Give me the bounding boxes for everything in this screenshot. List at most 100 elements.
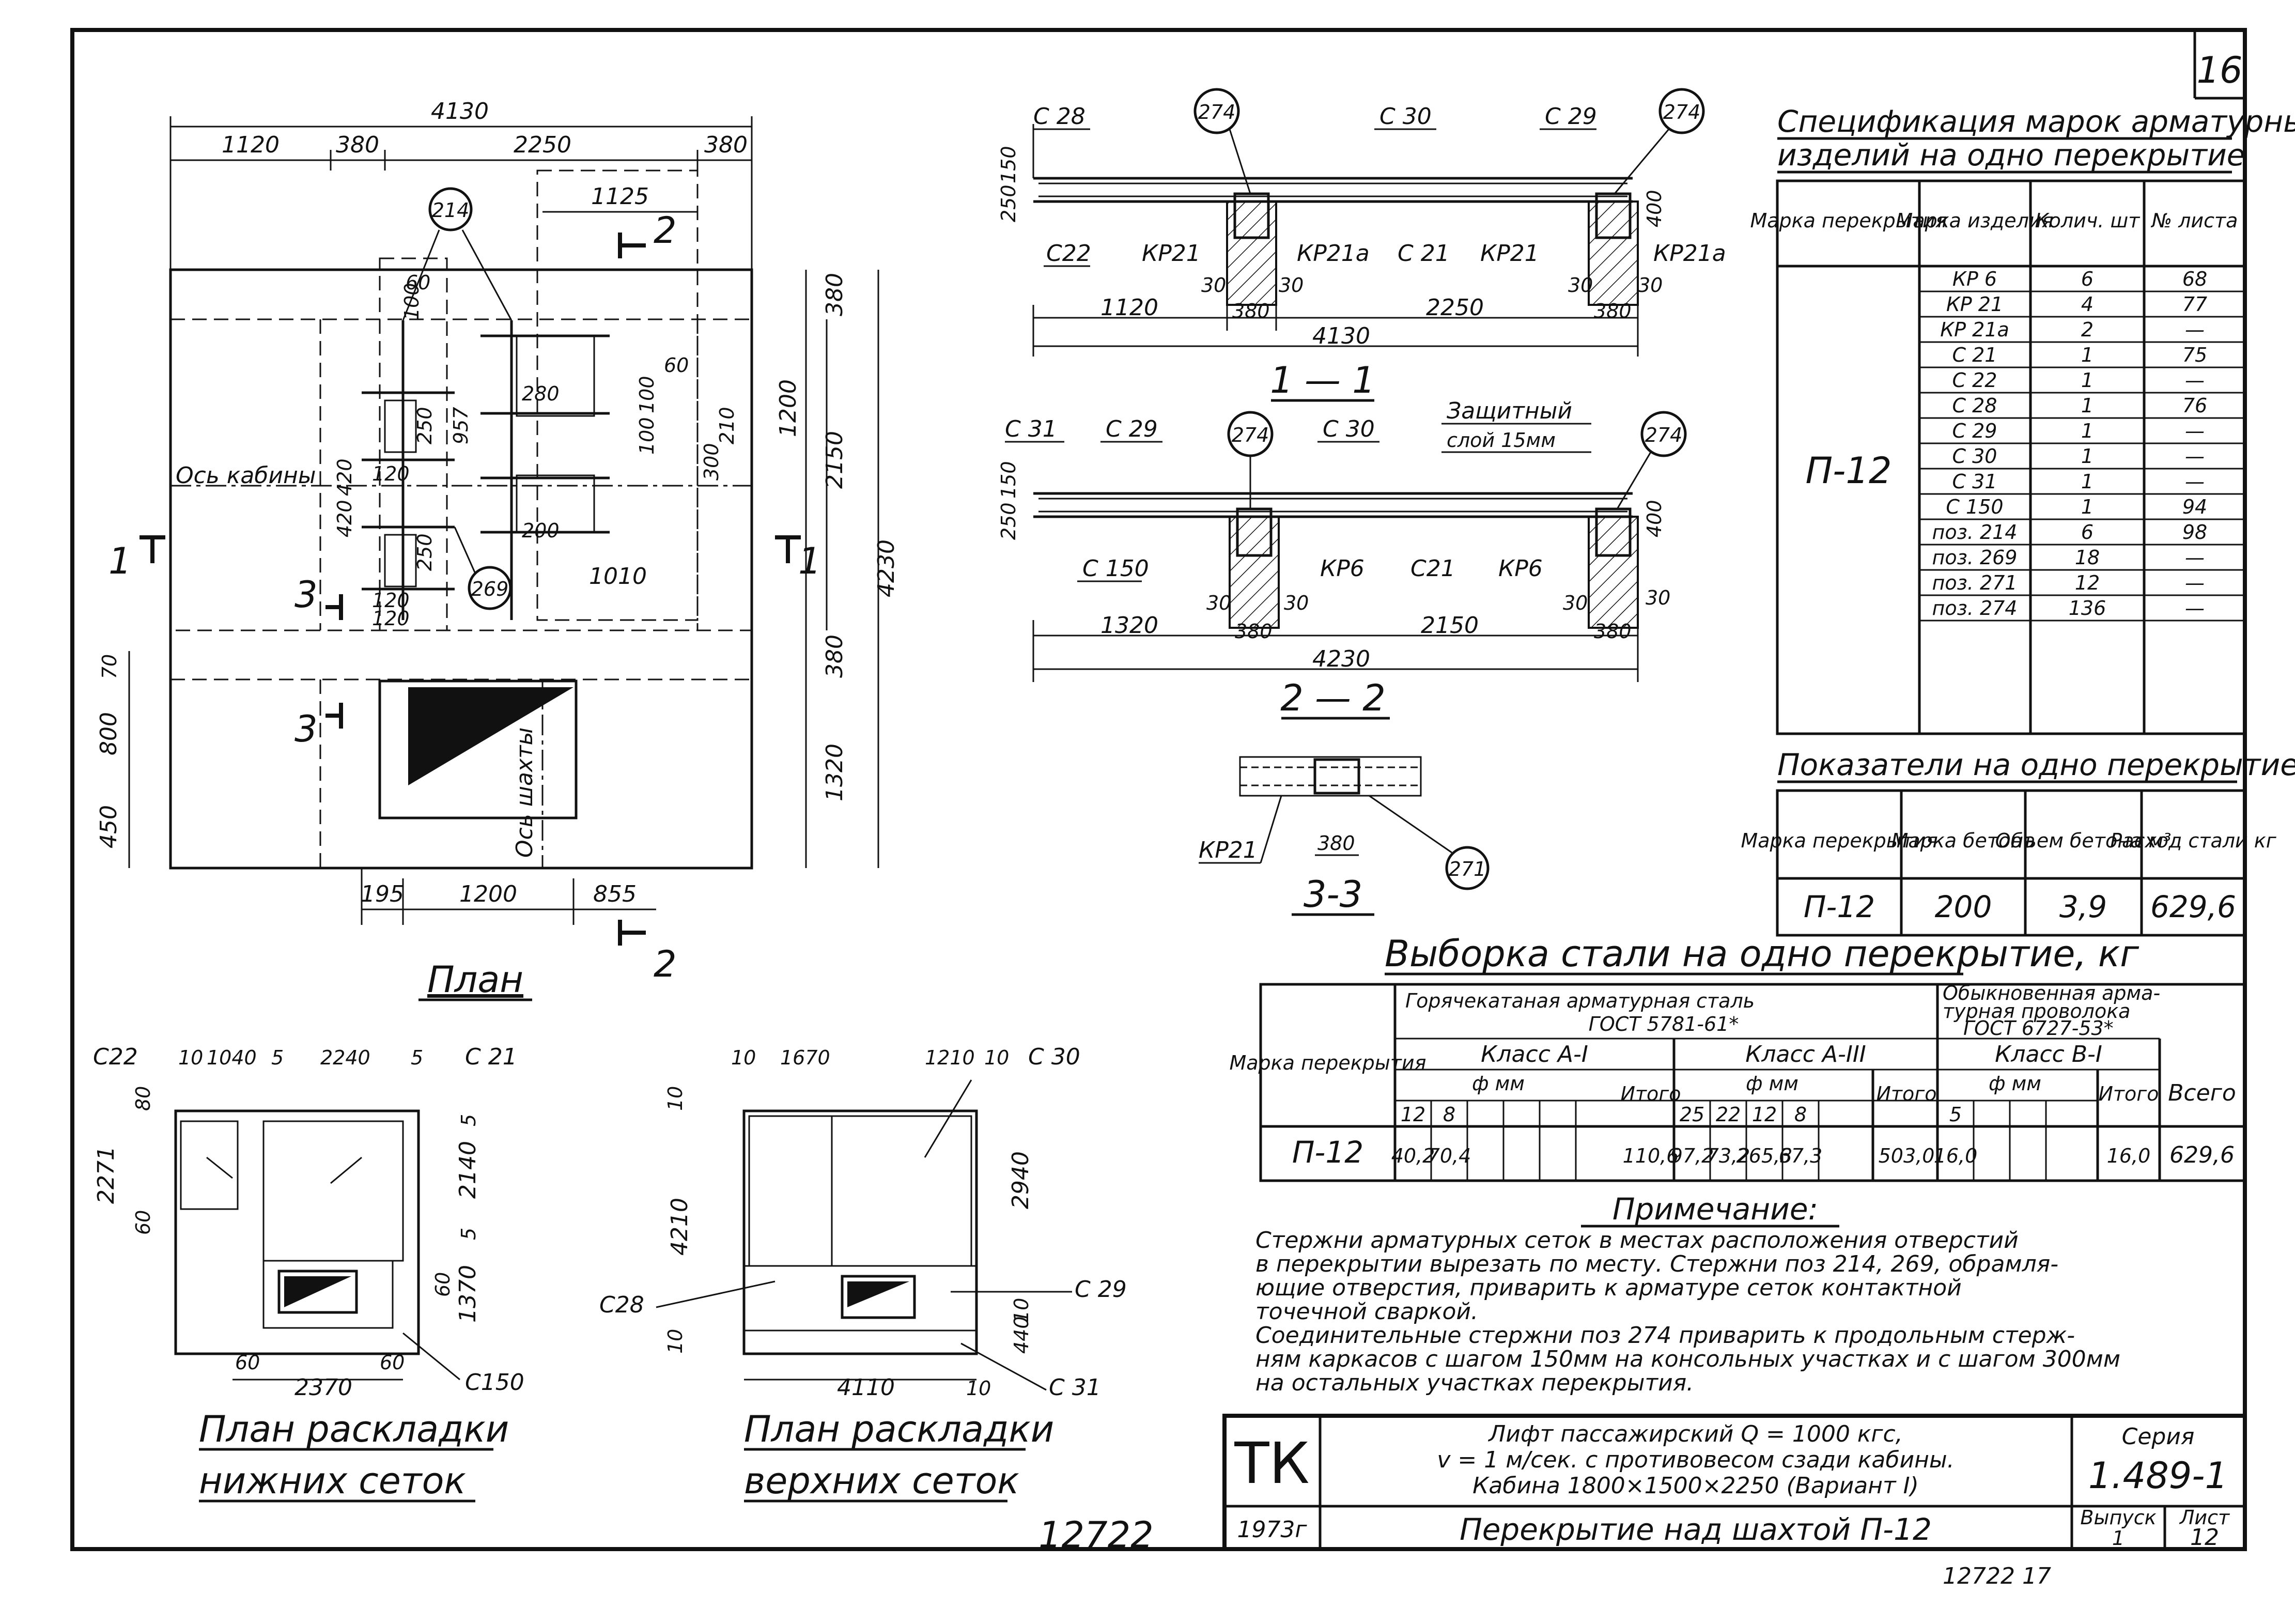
section-1-1-title: 1 — 1 xyxy=(1270,359,1375,401)
callout-274-d: 274 xyxy=(1645,424,1683,446)
lower-mesh-plan: С22 С 21 С150 10 1040 5 2240 5 80 2271 6… xyxy=(93,1044,524,1503)
label-c30: С 30 xyxy=(1323,416,1375,442)
lower-mesh-labels: С22 С 21 С150 xyxy=(93,1044,524,1396)
label-lower-c21: С 21 xyxy=(465,1044,517,1070)
stamp-desc-1: Лифт пассажирский Q = 1000 кгс, xyxy=(1487,1421,1902,1447)
plan-dim-bottom-195: 195 xyxy=(361,881,404,907)
dim: 1120 xyxy=(1100,295,1158,321)
stamp-series: 1.489-1 xyxy=(2088,1455,2228,1497)
dim: 80 xyxy=(132,1086,154,1111)
section-mark-3-a: 3 xyxy=(294,574,318,616)
lower-mesh-title-1: План раскладки xyxy=(199,1408,509,1450)
dim: 250 xyxy=(997,502,1020,540)
spec-row-product: С 31 xyxy=(1952,470,1997,493)
plan-inner-dim: 957 xyxy=(449,407,472,444)
dim: 30 xyxy=(1206,592,1231,614)
label-kr21-33: КР21 xyxy=(1199,837,1258,863)
dim: 380 xyxy=(1232,300,1270,322)
dim: 1670 xyxy=(780,1046,830,1069)
plan-shaft-opening xyxy=(169,678,753,869)
callout-274-b: 274 xyxy=(1663,101,1701,123)
spec-floor-mark: П-12 xyxy=(1806,450,1892,492)
spec-title-2: изделий на одно перекрытие xyxy=(1777,137,2245,173)
plan-section-marks: 2 2 1 1 3 3 xyxy=(108,209,821,985)
indicators-table: Показатели на одно перекрытие Марка пере… xyxy=(1741,747,2295,937)
label-c21: С21 xyxy=(1410,555,1455,582)
dim: 400 xyxy=(1643,190,1666,227)
dim: 30 xyxy=(1568,274,1593,297)
dim: 4230 xyxy=(1312,646,1370,672)
steel-header-wire-1: Обыкновенная арма- xyxy=(1943,982,2160,1004)
dim: 440 xyxy=(1010,1316,1033,1354)
dim: 1370 xyxy=(455,1265,481,1323)
spec-row-sheet: 76 xyxy=(2182,394,2207,417)
spec-row-product: КР 21 xyxy=(1946,293,2003,316)
steel-title: Выборка стали на одно перекрытие, кг xyxy=(1385,933,2139,975)
plan-inner-dim: 120 xyxy=(372,589,410,612)
section-mark-2-top: 2 xyxy=(654,209,677,252)
spec-row-qty: 1 xyxy=(2081,496,2094,518)
label-upper-c28: С28 xyxy=(599,1292,644,1318)
plan-inner-dims: 60 100 120 420 420 250 250 120 957 280 2… xyxy=(333,271,738,630)
section-1-1-dims: 250 150 400 30 380 30 30 380 30 1120 225… xyxy=(997,146,1666,349)
plan-dim-left-800: 800 xyxy=(96,712,122,755)
spec-row-qty: 1 xyxy=(2081,394,2094,417)
label-c150: С 150 xyxy=(1082,555,1149,582)
steel-val-mark: П-12 xyxy=(1292,1135,1363,1170)
steel-val-total: 629,6 xyxy=(2169,1142,2235,1168)
spec-row-sheet: 68 xyxy=(2182,268,2207,290)
spec-row-product: поз. 214 xyxy=(1932,521,2018,544)
plan-axis-shaft-label: Ось шахты xyxy=(511,728,538,858)
label-c31: С 31 xyxy=(1005,416,1057,442)
dim: 2370 xyxy=(294,1374,352,1401)
section-2-2-dims: 250 150 400 30 380 30 30 380 30 1320 215… xyxy=(997,461,1670,672)
dim: 10 xyxy=(731,1046,756,1069)
dim: 60 xyxy=(431,1272,454,1297)
dim: 5 xyxy=(271,1046,284,1069)
upper-mesh-title-1: План раскладки xyxy=(744,1408,1054,1450)
spec-row-sheet: 77 xyxy=(2182,293,2207,316)
stamp-sheet-label: Лист xyxy=(2179,1506,2230,1529)
dim: 10 xyxy=(1010,1298,1033,1323)
section-2-2-title: 2 — 2 xyxy=(1280,677,1386,719)
steel-itogo-b1: Итого xyxy=(2098,1082,2159,1105)
callout-274-c: 274 xyxy=(1232,424,1269,446)
steel-d-a3-22: 22 xyxy=(1716,1103,1741,1126)
spec-row-product: поз. 271 xyxy=(1932,571,2018,594)
spec-row-qty: 1 xyxy=(2081,369,2094,392)
steel-header-mark: Марка перекрытия xyxy=(1229,1051,1426,1074)
dim: 5 xyxy=(457,1228,480,1240)
dim: 10 xyxy=(984,1046,1009,1069)
spec-row-product: С 22 xyxy=(1952,369,1997,392)
label-kr21a-b: КР21а xyxy=(1653,240,1726,267)
plan-dim-left-70: 70 xyxy=(98,654,121,679)
stamp-sheet: 12 xyxy=(2190,1524,2219,1551)
spec-header-qty: Колич. шт xyxy=(2035,209,2141,232)
upper-mesh-dims: 10 1670 1210 10 10 4210 2940 10 440 10 4… xyxy=(664,1046,1034,1401)
plan-dim-bottom-1200: 1200 xyxy=(459,881,517,907)
steel-val-a3-22: 73,2 xyxy=(1707,1144,1750,1167)
label-380-33: 380 xyxy=(1317,832,1355,855)
ind-val-steel: 629,6 xyxy=(2150,889,2236,924)
plan-dim-1125: 1125 xyxy=(591,183,649,210)
spec-row-qty: 1 xyxy=(2081,344,2094,366)
steel-val-a1-12: 40,2 xyxy=(1391,1144,1435,1167)
steel-d-a1-8: 8 xyxy=(1443,1103,1455,1126)
section-3-3: КР21 380 271 3-3 xyxy=(1199,756,1490,916)
spec-row-product: С 21 xyxy=(1952,344,1997,366)
section-1-1-labels: С 28 С 30 С 29 С22 КР21 КР21а С 21 КР21 … xyxy=(1033,103,1726,267)
dim: 2140 xyxy=(455,1141,481,1199)
plan-inner-dim: 200 xyxy=(522,519,560,542)
plan-inner-dim: 420 xyxy=(333,500,356,537)
plan-dim-right-1320: 1320 xyxy=(821,744,848,801)
ind-val-volume: 3,9 xyxy=(2059,889,2107,924)
dim: 10 xyxy=(664,1086,687,1111)
spec-row-product: С 29 xyxy=(1952,420,1997,442)
steel-vsego: Всего xyxy=(2168,1080,2236,1106)
steel-d-b1-5: 5 xyxy=(1949,1103,1962,1126)
steel-header-hot-2: ГОСТ 5781-61* xyxy=(1589,1013,1739,1035)
section-mark-1-right: 1 xyxy=(798,540,821,582)
spec-row-sheet: — xyxy=(2185,546,2205,569)
dim: 30 xyxy=(1563,592,1588,614)
